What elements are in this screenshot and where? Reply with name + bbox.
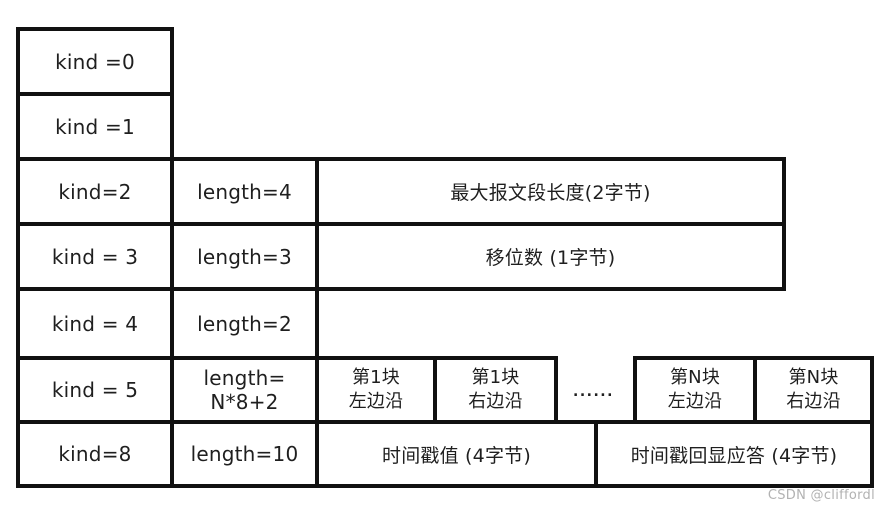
cell-kind-8: kind=8 <box>16 420 174 488</box>
cell-shift-count: 移位数 (1字节) <box>315 222 786 291</box>
cell-timestamp-value: 时间戳值 (4字节) <box>315 420 598 488</box>
cell-blockN-right-edge: 第N块 右边沿 <box>753 356 874 424</box>
cell-kind-1: kind =1 <box>16 92 174 161</box>
cell-block1-left-edge: 第1块 左边沿 <box>315 356 437 424</box>
cell-kind-0: kind =0 <box>16 27 174 96</box>
cell-kind-3: kind = 3 <box>16 222 174 291</box>
cell-length-kind5: length= N*8+2 <box>170 356 319 424</box>
csdn-watermark: CSDN @cliffordl <box>767 488 875 503</box>
cell-length-kind2: length=4 <box>170 157 319 226</box>
ellipsis-dots: ...... <box>573 384 614 400</box>
cell-length-kind4: length=2 <box>170 287 319 360</box>
cell-length-kind3: length=3 <box>170 222 319 291</box>
cell-blockN-left-edge: 第N块 左边沿 <box>633 356 757 424</box>
cell-kind-2: kind=2 <box>16 157 174 226</box>
cell-block1-right-edge: 第1块 右边沿 <box>433 356 558 424</box>
cell-timestamp-echo-reply: 时间戳回显应答 (4字节) <box>594 420 874 488</box>
cell-length-kind8: length=10 <box>170 420 319 488</box>
cell-kind-4: kind = 4 <box>16 287 174 360</box>
cell-max-segment-size: 最大报文段长度(2字节) <box>315 157 786 226</box>
cell-kind-5: kind = 5 <box>16 356 174 424</box>
